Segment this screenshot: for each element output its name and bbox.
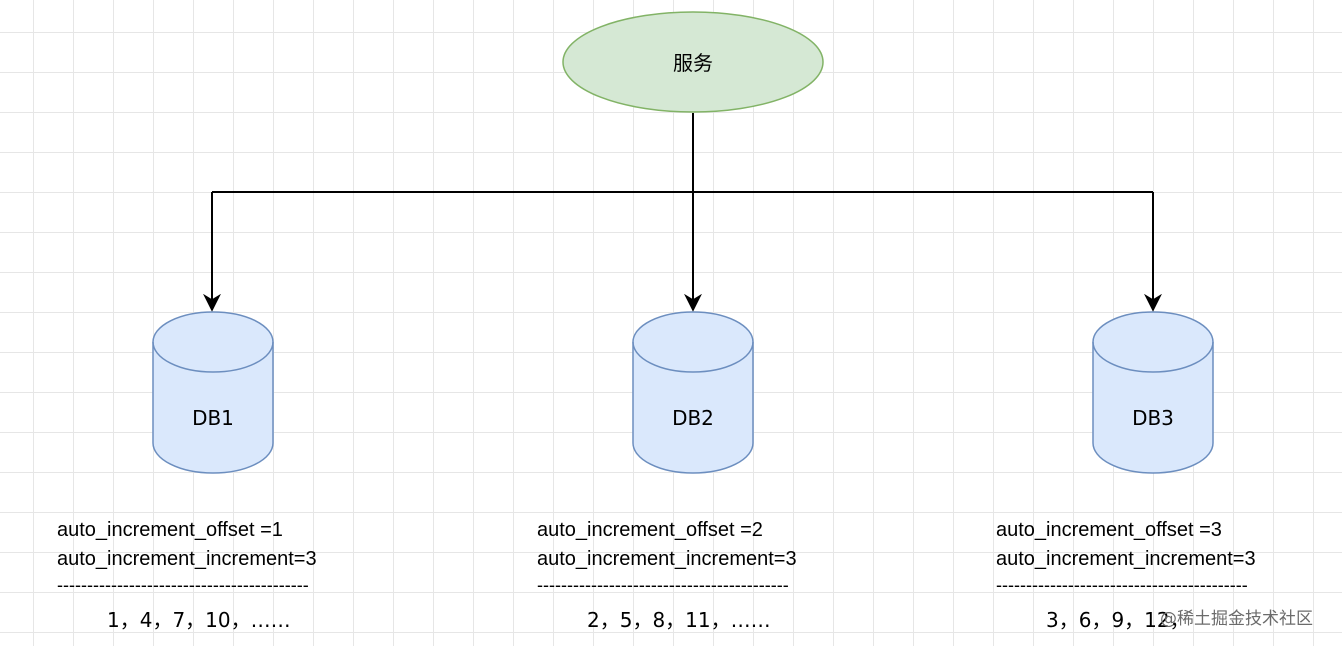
db1-offset-setting: auto_increment_offset =1 bbox=[57, 519, 283, 541]
db2-cylinder-body bbox=[632, 311, 754, 474]
db3-separator: ----------------------------------------… bbox=[996, 575, 1248, 595]
db1-increment-setting: auto_increment_increment=3 bbox=[57, 548, 317, 570]
db1-separator: ----------------------------------------… bbox=[57, 575, 309, 595]
db1-id-sequence: 1，4，7，10，…… bbox=[107, 608, 291, 632]
db1-cylinder-body bbox=[152, 311, 274, 474]
db1-cylinder[interactable]: DB1 bbox=[152, 311, 274, 474]
db2-separator: ----------------------------------------… bbox=[537, 575, 789, 595]
connectors bbox=[203, 113, 1162, 312]
service-label: 服务 bbox=[673, 51, 713, 75]
service-node[interactable]: 服务 bbox=[562, 11, 824, 113]
db2-config: auto_increment_offset =2 auto_increment_… bbox=[537, 516, 797, 596]
db3-label: DB3 bbox=[1132, 406, 1174, 430]
db3-cylinder-rim bbox=[1092, 341, 1214, 373]
db3-id-sequence: 3，6，9，12， bbox=[1046, 608, 1190, 632]
db2-cylinder-rim bbox=[632, 341, 754, 373]
db2-id-sequence: 2，5，8，11，…… bbox=[587, 608, 771, 632]
db3-increment-setting: auto_increment_increment=3 bbox=[996, 548, 1256, 570]
db2-increment-setting: auto_increment_increment=3 bbox=[537, 548, 797, 570]
db2-cylinder[interactable]: DB2 bbox=[632, 311, 754, 474]
db3-config: auto_increment_offset =3 auto_increment_… bbox=[996, 516, 1256, 596]
db3-cylinder[interactable]: DB3 bbox=[1092, 311, 1214, 474]
db1-config: auto_increment_offset =1 auto_increment_… bbox=[57, 516, 317, 596]
service-ellipse bbox=[562, 11, 824, 113]
db1-label: DB1 bbox=[192, 406, 234, 430]
db3-cylinder-body bbox=[1092, 311, 1214, 474]
watermark-text: @稀土掘金技术社区 bbox=[1160, 609, 1313, 629]
db2-offset-setting: auto_increment_offset =2 bbox=[537, 519, 763, 541]
db3-offset-setting: auto_increment_offset =3 bbox=[996, 519, 1222, 541]
db2-label: DB2 bbox=[672, 406, 714, 430]
db1-cylinder-rim bbox=[152, 341, 274, 373]
